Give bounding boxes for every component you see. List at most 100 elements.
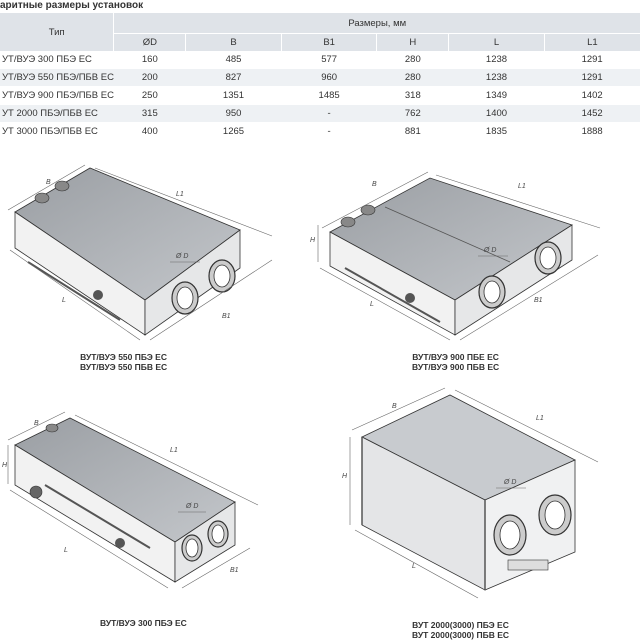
cell: - <box>281 104 377 123</box>
unit-2000-drawing: B L1 L H Ø D <box>342 387 599 599</box>
unit-900-duct-back-2 <box>340 216 356 228</box>
unit-300-label-l1: L1 <box>170 447 178 454</box>
table-row: УТ/ВУЭ 900 ПБЭ/ПБВ ЕС 250 1351 1485 318 … <box>0 87 640 105</box>
unit-550-dim-l1 <box>94 167 273 237</box>
cell: 960 <box>281 68 377 87</box>
unit-300-connector <box>115 538 125 548</box>
unit-900-label-h: H <box>310 237 316 244</box>
table-row: УТ/ВУЭ 550 ПБЭ/ПБВ ЕС 200 827 960 280 12… <box>0 68 640 87</box>
unit-300-label-l: L <box>64 547 68 554</box>
row-type: УТ/ВУЭ 300 ПБЭ ЕС <box>2 54 92 65</box>
cell: 1485 <box>318 90 340 101</box>
unit-900-label-d: Ø D <box>483 247 496 254</box>
unit-550-duct-back-1 <box>54 180 70 192</box>
caption-unit-550: ВУТ/ВУЭ 550 ПБЭ ЕС ВУТ/ВУЭ 550 ПБВ ЕС <box>80 352 167 372</box>
unit-2000-dim-l1 <box>454 389 599 463</box>
cell: 1291 <box>581 54 603 65</box>
caption-line: ВУТ/ВУЭ 550 ПБВ ЕС <box>80 362 168 372</box>
unit-2000-label-b: B <box>392 403 397 410</box>
caption-line: ВУТ 2000(3000) ПБВ ЕС <box>412 630 510 640</box>
cell: 827 <box>185 68 282 87</box>
cell: 1452 <box>544 104 640 123</box>
unit-550-dim-b <box>7 164 86 211</box>
cell: 1238 <box>485 54 508 65</box>
column-header-h: H <box>376 33 449 51</box>
unit-900-label-b: B <box>372 181 377 188</box>
section-heading: аритные размеры установок <box>0 0 144 11</box>
unit-900-seam <box>384 206 511 263</box>
unit-550-side-face <box>144 229 241 336</box>
unit-900-label-l: L <box>370 301 374 308</box>
type-column-header: Тип <box>0 13 115 51</box>
column-header-d: ØD <box>113 33 186 51</box>
cell: 280 <box>376 68 449 87</box>
caption-unit-300: ВУТ/ВУЭ 300 ПБЭ ЕС <box>100 618 187 628</box>
unit-900-rail <box>344 267 441 323</box>
unit-300-label-d: Ø D <box>185 503 198 510</box>
cell: 318 <box>404 90 421 101</box>
unit-2000-dim-l <box>354 529 479 599</box>
caption-line: ВУТ 2000(3000) ПБЭ ЕС <box>412 620 509 630</box>
unit-300-dim-b <box>7 411 66 441</box>
unit-300-label-b: B <box>34 420 39 427</box>
unit-300-dim-l1 <box>74 414 259 506</box>
cell: 200 <box>113 68 186 87</box>
unit-550-rail <box>27 261 121 321</box>
unit-900-duct-back-1 <box>360 204 376 216</box>
unit-300-rail <box>44 484 151 549</box>
cell: 400 <box>141 126 158 137</box>
cell: 1291 <box>544 68 640 87</box>
row-type: УТ 2000 ПБЭ/ПБВ ЕС <box>0 104 114 123</box>
unit-2000-label-h: H <box>342 473 348 480</box>
cell: 280 <box>404 54 421 65</box>
unit-300-dim-b1 <box>181 547 251 589</box>
unit-900-drawing: B L1 L H Ø D B1 <box>310 171 601 341</box>
cell: 1265 <box>222 126 245 137</box>
unit-900-dim-l1 <box>435 174 601 229</box>
cell: 160 <box>141 54 158 65</box>
unit-550-label-b1: B1 <box>222 313 231 320</box>
unit-550-duct-back-2 <box>34 192 50 204</box>
unit-300-drawing: B L1 L H Ø D B1 <box>2 411 259 589</box>
unit-550-drawing: B L1 L Ø D B1 <box>7 164 273 341</box>
cell: 1400 <box>448 104 545 123</box>
unit-550-label-l: L <box>62 297 66 304</box>
row-type: УТ/ВУЭ 900 ПБЭ/ПБВ ЕС <box>2 90 114 101</box>
row-type: УТ 3000 ПБЭ/ПБВ ЕС <box>2 126 98 137</box>
cell: 1402 <box>581 90 603 101</box>
caption-line: ВУТ/ВУЭ 900 ПБВ ЕС <box>412 362 500 372</box>
unit-300-label-b1: B1 <box>230 567 239 574</box>
cell: 950 <box>185 104 282 123</box>
cell: 1349 <box>485 90 508 101</box>
unit-900-label-b1: B1 <box>534 297 543 304</box>
unit-900-dim-b <box>321 171 429 229</box>
unit-300-label-h: H <box>2 462 8 469</box>
cell: 577 <box>321 54 338 65</box>
unit-550-label-b: B <box>46 179 51 186</box>
table-row: УТ 2000 ПБЭ/ПБВ ЕС 315 950 - 762 1400 14… <box>0 104 640 123</box>
unit-900-label-l1: L1 <box>518 183 526 190</box>
unit-900-dim-l <box>319 267 451 341</box>
unit-300-dim-l <box>9 489 169 589</box>
column-header-b1: B1 <box>280 33 377 51</box>
caption-unit-2000: ВУТ 2000(3000) ПБЭ ЕС ВУТ 2000(3000) ПБВ… <box>412 620 509 640</box>
unit-550-dim-l <box>9 249 141 341</box>
cell: 762 <box>376 104 449 123</box>
cell: 250 <box>141 90 158 101</box>
cell: 1351 <box>222 90 245 101</box>
cell: 1835 <box>485 126 508 137</box>
unit-300-drain-connector <box>29 485 43 499</box>
unit-550-dim-b1 <box>149 259 273 341</box>
column-header-b: B <box>185 33 282 51</box>
unit-550-label-d: Ø D <box>175 253 188 260</box>
unit-2000-label-l: L <box>412 563 416 570</box>
unit-2000-service-panel <box>507 559 549 571</box>
caption-line: ВУТ/ВУЭ 300 ПБЭ ЕС <box>100 618 187 628</box>
table-row: УТ 3000 ПБЭ/ПБВ ЕС 400 1265 - 881 1835 1… <box>0 123 640 141</box>
caption-unit-900: ВУТ/ВУЭ 900 ПБЕ ЕС ВУТ/ВУЭ 900 ПБВ ЕС <box>412 352 499 372</box>
unit-900-dim-b1 <box>459 254 599 341</box>
cell: 1888 <box>581 126 603 137</box>
dimensions-group-header: Размеры, мм <box>113 13 640 34</box>
unit-900-drain-connector <box>405 293 415 303</box>
